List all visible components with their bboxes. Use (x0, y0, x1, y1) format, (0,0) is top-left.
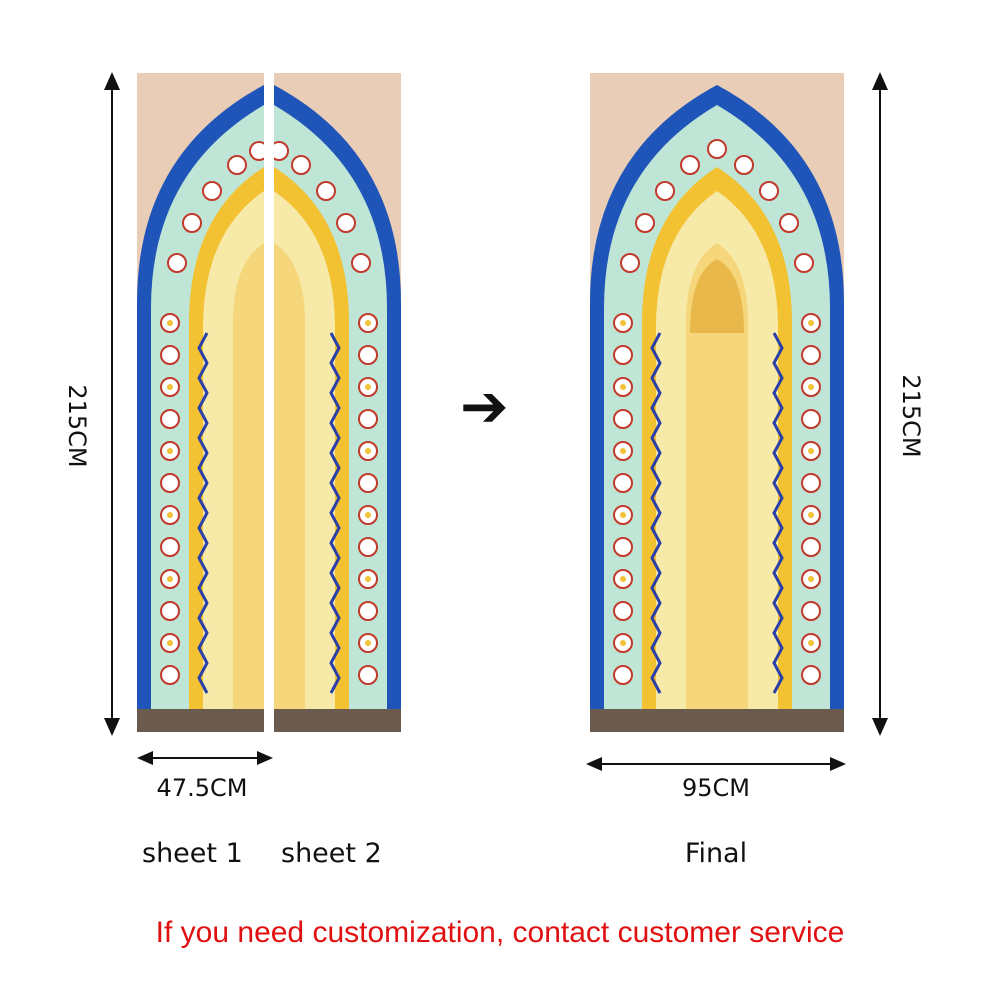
customization-notice: If you need customization, contact custo… (155, 916, 845, 949)
sheet-2-label: sheet 2 (281, 838, 382, 869)
right-height-label: 215CM (897, 374, 925, 458)
left-height-arrow (104, 72, 120, 736)
right-width-arrow (586, 757, 846, 771)
right-width-label: 95CM (681, 774, 750, 802)
sheet-1-label: sheet 1 (142, 838, 243, 869)
sheet-1-panel (137, 73, 264, 732)
left-height-label: 215CM (63, 384, 91, 468)
left-width-arrow (137, 751, 273, 765)
final-label: Final (684, 838, 748, 869)
left-width-label: 47.5CM (156, 774, 248, 802)
final-panel (590, 73, 844, 732)
right-height-arrow (872, 72, 888, 736)
sheet-2-panel (274, 73, 401, 732)
right-arrow-icon: ➔ (460, 372, 509, 440)
